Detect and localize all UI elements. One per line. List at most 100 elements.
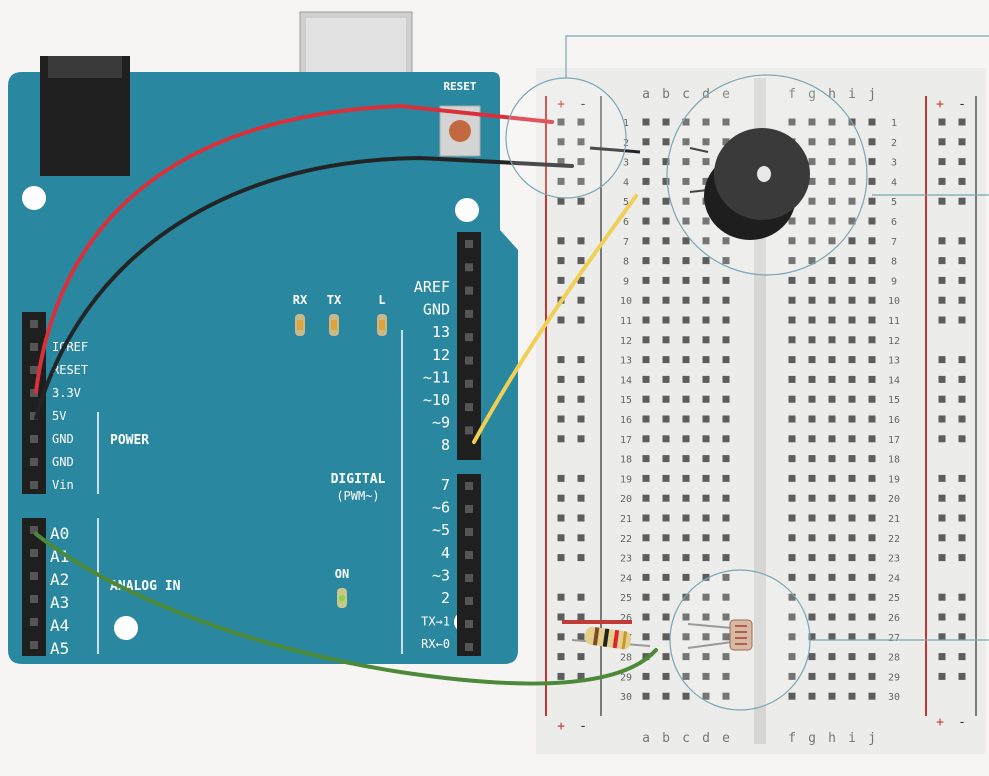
breadboard-hole [938, 494, 946, 502]
breadboard-hole [788, 633, 796, 641]
breadboard-hole [848, 257, 856, 265]
breadboard-hole [702, 435, 710, 443]
breadboard-hole [788, 593, 796, 601]
yellow-wire [472, 194, 638, 444]
breadboard-hole [868, 276, 876, 284]
row-number-left: 18 [620, 455, 632, 466]
breadboard-hole [642, 356, 650, 364]
header-pin [30, 412, 38, 420]
breadboard-hole [557, 474, 565, 482]
breadboard-hole [828, 217, 836, 225]
reset-button[interactable] [449, 120, 471, 142]
breadboard-hole [662, 237, 670, 245]
breadboard-hole [682, 455, 690, 463]
breadboard-hole [958, 276, 966, 284]
breadboard-hole [828, 573, 836, 581]
header-pin [465, 356, 473, 365]
breadboard-hole [808, 237, 816, 245]
led-label: L [378, 293, 385, 307]
power-pin-label: RESET [52, 363, 88, 377]
breadboard-hole [662, 554, 670, 562]
analog-pin-label: A1 [50, 547, 69, 566]
row-number-right: 7 [891, 237, 897, 248]
breadboard-hole [938, 395, 946, 403]
breadboard-hole [722, 118, 730, 126]
breadboard-hole [557, 415, 565, 423]
breadboard-hole [788, 455, 796, 463]
breadboard-hole [868, 633, 876, 641]
breadboard-hole [788, 474, 796, 482]
breadboard-hole [828, 633, 836, 641]
breadboard-hole [642, 613, 650, 621]
analog-pin-label: A0 [50, 524, 69, 543]
row-number-right: 29 [888, 672, 900, 683]
breadboard-hole [577, 158, 585, 166]
breadboard-hole [808, 435, 816, 443]
right-rail-plus-top: + [936, 97, 944, 112]
breadboard-hole [958, 593, 966, 601]
row-number-right: 9 [891, 276, 897, 287]
row-number-right: 8 [891, 257, 897, 268]
header-pin [465, 333, 473, 342]
header-pin [465, 528, 473, 536]
breadboard-hole [557, 158, 565, 166]
row-number-left: 5 [623, 197, 629, 208]
breadboard-hole [958, 435, 966, 443]
row-number-right: 24 [888, 573, 900, 584]
breadboard-hole [722, 534, 730, 542]
breadboard-hole [722, 692, 730, 700]
breadboard-hole [788, 554, 796, 562]
breadboard-hole [958, 494, 966, 502]
breadboard-hole [662, 257, 670, 265]
breadboard-hole [848, 435, 856, 443]
power-jack-top [48, 56, 122, 78]
breadboard-hole [788, 435, 796, 443]
breadboard-hole [808, 415, 816, 423]
left-rail-plus-bottom: + [557, 719, 565, 734]
column-letter-top: h [828, 87, 836, 102]
row-number-right: 28 [888, 653, 900, 664]
breadboard-hole [868, 692, 876, 700]
analog-pin-label: A3 [50, 593, 69, 612]
reset-label: RESET [443, 80, 476, 93]
row-number-left: 14 [620, 375, 632, 386]
breadboard-hole [722, 257, 730, 265]
row-number-left: 23 [620, 554, 632, 565]
breadboard-hole [938, 257, 946, 265]
breadboard-hole [848, 336, 856, 344]
breadboard-hole [557, 197, 565, 205]
breadboard-hole [828, 395, 836, 403]
breadboard-hole [662, 356, 670, 364]
row-number-left: 11 [620, 316, 632, 327]
breadboard-hole [868, 534, 876, 542]
breadboard-hole [702, 177, 710, 185]
breadboard-hole [642, 474, 650, 482]
header-pin [465, 379, 473, 388]
on-led-light [339, 595, 345, 601]
breadboard-hole [682, 177, 690, 185]
header-pin [30, 526, 38, 534]
breadboard-hole [958, 474, 966, 482]
breadboard-hole [702, 455, 710, 463]
breadboard-hole [868, 415, 876, 423]
row-number-right: 4 [891, 177, 897, 188]
breadboard-hole [828, 534, 836, 542]
breadboard-hole [682, 118, 690, 126]
row-number-right: 20 [888, 494, 900, 505]
breadboard-hole [577, 534, 585, 542]
breadboard-hole [938, 356, 946, 364]
breadboard-hole [722, 276, 730, 284]
breadboard-hole [702, 474, 710, 482]
led-light [331, 320, 337, 330]
breadboard-hole [938, 653, 946, 661]
header-pin [465, 574, 473, 582]
row-number-right: 27 [888, 633, 900, 644]
breadboard-hole [577, 554, 585, 562]
breadboard-hole [848, 138, 856, 146]
power-pin-label: IOREF [52, 340, 88, 354]
breadboard-hole [642, 692, 650, 700]
piezo-hole [757, 166, 771, 182]
row-number-left: 29 [620, 672, 632, 683]
breadboard-hole [958, 316, 966, 324]
column-letter-bottom: c [682, 731, 690, 746]
